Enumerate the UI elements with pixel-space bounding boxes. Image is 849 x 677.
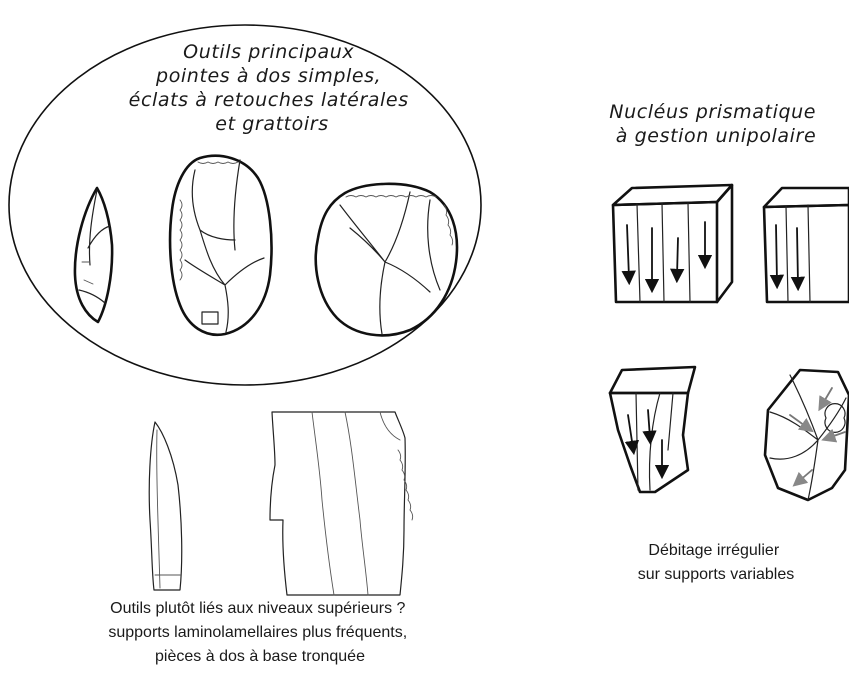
irregular-line-2: sur supports variables xyxy=(638,566,795,583)
bladelet-drawing xyxy=(149,422,182,590)
nucleus-group: Nucléus prismatique à gestion unipolaire xyxy=(609,101,849,302)
irregular-group: Débitage irrégulier sur supports variabl… xyxy=(610,367,849,583)
prismatic-nucleus-drawing-2 xyxy=(764,188,849,302)
nucleus-line-1: Nucléus prismatique xyxy=(609,101,816,123)
truncated-backed-piece-drawing xyxy=(270,412,413,595)
scraper-drawing-1 xyxy=(170,156,271,335)
upper-tools-group: Outils plutôt liés aux niveaux supérieur… xyxy=(108,412,412,665)
upper-tools-caption: Outils plutôt liés aux niveaux supérieur… xyxy=(108,600,411,665)
main-tools-line-4: et grattoirs xyxy=(215,113,328,135)
upper-tools-line-2: supports laminolamellaires plus fréquent… xyxy=(108,624,407,641)
main-tools-group: Outils principaux pointes à dos simples,… xyxy=(9,25,481,385)
prismatic-nucleus-drawing-1 xyxy=(613,185,732,302)
upper-tools-line-3: pièces à dos à base tronquée xyxy=(155,648,365,665)
backed-point-drawing xyxy=(75,188,112,322)
scraper-drawing-2 xyxy=(316,184,457,336)
nucleus-caption: Nucléus prismatique à gestion unipolaire xyxy=(609,101,822,147)
irregular-line-1: Débitage irrégulier xyxy=(648,542,779,559)
main-tools-line-3: éclats à retouches latérales xyxy=(129,89,409,111)
irregular-nucleus-drawing-2 xyxy=(765,370,849,500)
nucleus-line-2: à gestion unipolaire xyxy=(616,125,817,147)
irregular-caption: Débitage irrégulier sur supports variabl… xyxy=(638,542,795,583)
irregular-nucleus-drawing-1 xyxy=(610,367,695,492)
main-tools-line-1: Outils principaux xyxy=(183,41,354,63)
main-tools-caption: Outils principaux pointes à dos simples,… xyxy=(129,41,416,135)
main-tools-line-2: pointes à dos simples, xyxy=(155,65,381,87)
upper-tools-line-1: Outils plutôt liés aux niveaux supérieur… xyxy=(110,600,405,617)
